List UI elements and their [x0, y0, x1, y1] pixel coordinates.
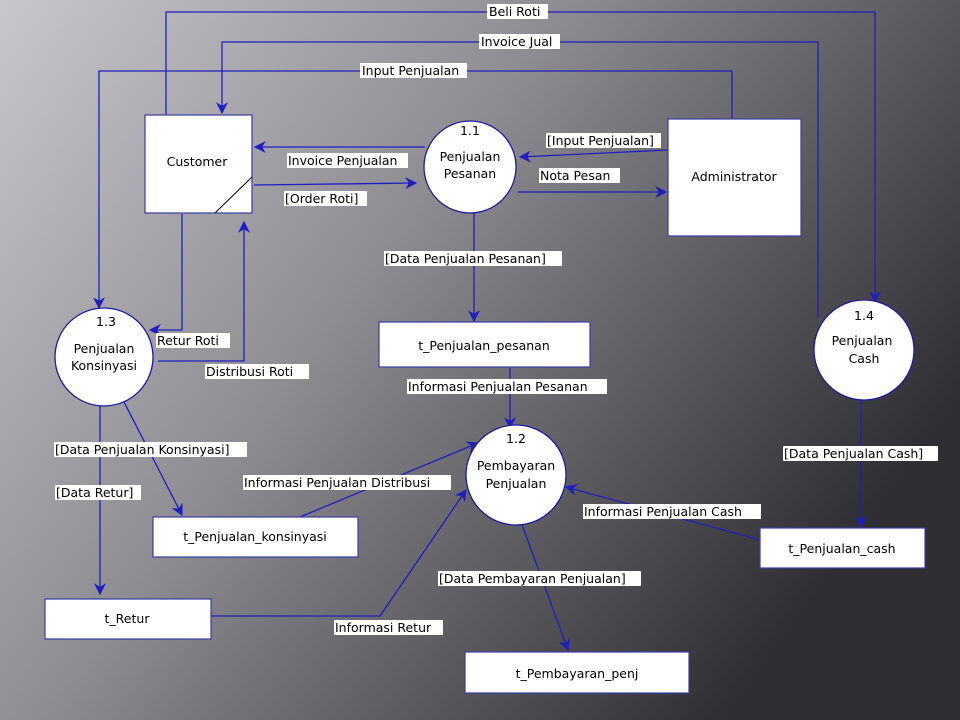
entity-customer-label: Customer — [167, 154, 229, 169]
flow-distribusi-roti — [158, 220, 250, 362]
process-1-3-line1: Penjualan — [74, 341, 135, 356]
store-pembayaran-penj[interactable]: t_Pembayaran_penj — [464, 651, 690, 694]
store-penjualan-pesanan-label: t_Penjualan_pesanan — [418, 338, 550, 353]
label-informasi-penjualan-cash: Informasi Penjualan Cash — [584, 504, 742, 519]
store-penjualan-konsinyasi-label: t_Penjualan_konsinyasi — [183, 529, 327, 544]
process-1-3[interactable]: 1.3 Penjualan Konsinyasi — [54, 307, 154, 407]
process-1-4-number: 1.4 — [854, 308, 874, 323]
store-penjualan-cash-label: t_Penjualan_cash — [788, 541, 895, 556]
label-beli-roti: Beli Roti — [489, 4, 540, 19]
store-retur[interactable]: t_Retur — [44, 598, 212, 640]
process-1-4-line2: Cash — [849, 351, 880, 366]
process-1-2-line1: Pembayaran — [477, 458, 555, 473]
process-1-4[interactable]: 1.4 Penjualan Cash — [813, 299, 915, 401]
process-1-2-line2: Penjualan — [486, 476, 547, 491]
store-penjualan-konsinyasi[interactable]: t_Penjualan_konsinyasi — [152, 516, 359, 558]
store-pembayaran-penj-label: t_Pembayaran_penj — [516, 666, 639, 681]
process-1-1-line1: Penjualan — [440, 149, 501, 164]
process-1-1-number: 1.1 — [460, 123, 480, 138]
label-data-penjualan-pesanan: [Data Penjualan Pesanan] — [385, 251, 546, 266]
process-1-1-line2: Pesanan — [444, 166, 496, 181]
flow-input-penjualan-bracket — [518, 149, 669, 163]
label-data-retur: [Data Retur] — [56, 485, 133, 500]
store-penjualan-cash[interactable]: t_Penjualan_cash — [759, 527, 926, 569]
entity-customer[interactable]: Customer — [144, 114, 253, 214]
label-distribusi-roti: Distribusi Roti — [206, 364, 293, 379]
process-1-3-number: 1.3 — [96, 314, 116, 329]
process-1-2[interactable]: 1.2 Pembayaran Penjualan — [465, 424, 567, 526]
label-data-pembayaran-penjualan: [Data Pembayaran Penjualan] — [439, 571, 626, 586]
label-nota-pesan: Nota Pesan — [540, 168, 610, 183]
flow-informasi-retur — [211, 489, 467, 617]
store-retur-label: t_Retur — [105, 611, 151, 626]
label-informasi-penjualan-distribusi: Informasi Penjualan Distribusi — [244, 475, 430, 490]
entity-administrator-label: Administrator — [691, 169, 777, 184]
process-1-4-line1: Penjualan — [832, 333, 893, 348]
label-order-roti: [Order Roti] — [285, 191, 358, 206]
label-invoice-penjualan: Invoice Penjualan — [288, 153, 397, 168]
label-informasi-retur: Informasi Retur — [335, 620, 432, 635]
flow-order-roti — [253, 177, 418, 190]
entity-administrator[interactable]: Administrator — [667, 118, 802, 237]
process-1-2-number: 1.2 — [506, 431, 526, 446]
flow-retur-roti — [148, 214, 183, 336]
label-retur-roti: Retur Roti — [157, 333, 219, 348]
label-data-penjualan-konsinyasi: [Data Penjualan Konsinyasi] — [55, 442, 229, 457]
process-1-1[interactable]: 1.1 Penjualan Pesanan — [423, 120, 517, 214]
label-invoice-jual: Invoice Jual — [481, 34, 552, 49]
store-penjualan-pesanan[interactable]: t_Penjualan_pesanan — [378, 321, 591, 368]
label-informasi-penjualan-pesanan: Informasi Penjualan Pesanan — [408, 379, 588, 394]
flow-data-penjualan-konsinyasi — [123, 401, 183, 517]
label-input-penjualan: Input Penjualan — [362, 63, 459, 78]
label-input-penjualan-bracket: [Input Penjualan] — [547, 133, 654, 148]
flow-labels: Beli Roti Invoice Jual Input Penjualan [… — [54, 4, 938, 635]
process-1-3-line2: Konsinyasi — [71, 358, 137, 373]
label-data-penjualan-cash: [Data Penjualan Cash] — [784, 446, 923, 461]
